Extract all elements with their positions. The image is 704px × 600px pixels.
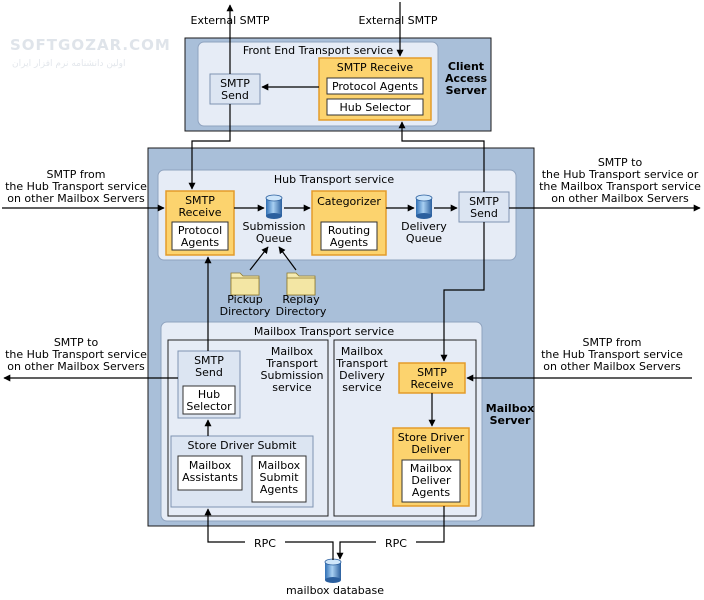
routing-agents-2: Agents [330, 236, 369, 249]
right-in-1: SMTP from [583, 336, 642, 349]
mailbox-database-icon [324, 558, 342, 583]
fets-smtp-send-2: Send [221, 89, 249, 102]
fets-title: Front End Transport service [243, 44, 393, 57]
mts-smtp-send-1: SMTP [194, 354, 224, 367]
mts-del-label-2: Transport [335, 357, 388, 370]
right-out-4: on other Mailbox Servers [551, 192, 689, 205]
mts-smtp-receive-1: SMTP [417, 366, 447, 379]
mts-del-label-3: Delivery [339, 369, 385, 382]
mts-sub-label-2: Transport [265, 357, 318, 370]
mailbox-submit-agents-1: Mailbox [258, 459, 301, 472]
left-in-1: SMTP from [47, 168, 106, 181]
fets-protocol-agents [326, 77, 424, 95]
pickup-directory-1: Pickup [227, 293, 262, 306]
mailbox-assistants [177, 455, 243, 491]
hub-smtp-receive-1: SMTP [185, 194, 215, 207]
watermark-tagline: اولین دانشنامه نرم افزار ایران [12, 59, 125, 69]
fets-smtp-send [209, 73, 261, 105]
mailbox-deliver-agents [401, 459, 461, 503]
mts-smtp-send-2: Send [195, 366, 223, 379]
mts-sub-label-1: Mailbox [271, 345, 314, 358]
hub-protocol-agents [171, 221, 229, 251]
fets-hub-selector [326, 98, 424, 116]
fets-protocol-agents-label: Protocol Agents [332, 80, 418, 93]
mts-hub-selector-1: Hub [198, 388, 220, 401]
mailbox-submit-agents-2: Submit [259, 471, 299, 484]
rpc-right-label: RPC [385, 537, 407, 550]
mts-title: Mailbox Transport service [254, 325, 394, 338]
hub-smtp-send-2: Send [470, 207, 498, 220]
left-in-2: the Hub Transport service [5, 180, 147, 193]
mailbox-submit-agents [251, 455, 307, 503]
mts-del-label-4: service [342, 381, 382, 394]
mts-del-label-1: Mailbox [341, 345, 384, 358]
hub-smtp-receive-2: Receive [178, 206, 221, 219]
routing-agents-1: Routing [328, 224, 370, 237]
left-in-3: on other Mailbox Servers [7, 192, 145, 205]
mailbox-assistants-2: Assistants [182, 471, 238, 484]
categorizer-title: Categorizer [317, 195, 381, 208]
hub-protocol-agents-1: Protocol [178, 224, 222, 237]
right-out-2: the Hub Transport service or [542, 168, 699, 181]
mailbox-title-2: Server [490, 414, 531, 427]
mailbox-deliver-agents-2: Deliver [411, 474, 451, 487]
delivery-queue-1: Delivery [401, 220, 447, 233]
cas-title-3: Server [446, 84, 487, 97]
fets-smtp-send-1: SMTP [220, 77, 250, 90]
left-out-3: on other Mailbox Servers [7, 360, 145, 373]
right-out-1: SMTP to [598, 156, 643, 169]
store-driver-submit-title: Store Driver Submit [188, 439, 298, 452]
fets-smtp-receive-title: SMTP Receive [337, 61, 414, 74]
hub-smtp-send [458, 191, 510, 223]
store-driver-deliver-2: Deliver [411, 443, 451, 456]
fets-hub-selector-label: Hub Selector [340, 101, 411, 114]
routing-agents [320, 221, 378, 251]
cas-title-1: Client [448, 60, 484, 73]
rpc-left-label: RPC [254, 537, 276, 550]
flow-arrows [2, 2, 701, 560]
mts-hub-selector-2: Selector [186, 400, 232, 413]
mts-sub-label-3: Submission [261, 369, 324, 382]
mailbox-title-1: Mailbox [486, 402, 534, 415]
submission-queue-1: Submission [243, 220, 306, 233]
mts-sub-label-4: service [272, 381, 312, 394]
mailbox-submit-agents-3: Agents [260, 483, 299, 496]
mts-hub-selector [182, 385, 236, 415]
replay-directory-2: Directory [276, 305, 327, 318]
left-out-2: the Hub Transport service [5, 348, 147, 361]
hub-title: Hub Transport service [274, 173, 394, 186]
delivery-queue-icon [415, 194, 433, 219]
mailbox-assistants-1: Mailbox [189, 459, 232, 472]
mailbox-database-label: mailbox database [286, 584, 384, 597]
ext-smtp-right-label: External SMTP [359, 14, 438, 27]
mts-smtp-receive [398, 362, 466, 394]
submission-queue-2: Queue [256, 232, 292, 245]
delivery-queue-2: Queue [406, 232, 442, 245]
replay-folder-icon [286, 272, 316, 296]
mailbox-deliver-agents-1: Mailbox [410, 462, 453, 475]
watermark-brand: SOFTGOZAR.COM [10, 36, 171, 54]
right-out-3: the Mailbox Transport service [539, 180, 701, 193]
replay-directory-1: Replay [282, 293, 320, 306]
store-driver-deliver-1: Store Driver [398, 431, 465, 444]
right-in-3: on other Mailbox Servers [543, 360, 681, 373]
hub-smtp-send-1: SMTP [469, 195, 499, 208]
left-out-1: SMTP to [54, 336, 99, 349]
mailbox-deliver-agents-3: Agents [412, 486, 451, 499]
cas-title-2: Access [445, 72, 488, 85]
pickup-directory-2: Directory [220, 305, 271, 318]
mts-smtp-receive-2: Receive [410, 378, 453, 391]
submission-queue-icon [265, 194, 283, 219]
pickup-folder-icon [230, 272, 260, 296]
hub-protocol-agents-2: Agents [181, 236, 220, 249]
right-in-2: the Hub Transport service [541, 348, 683, 361]
